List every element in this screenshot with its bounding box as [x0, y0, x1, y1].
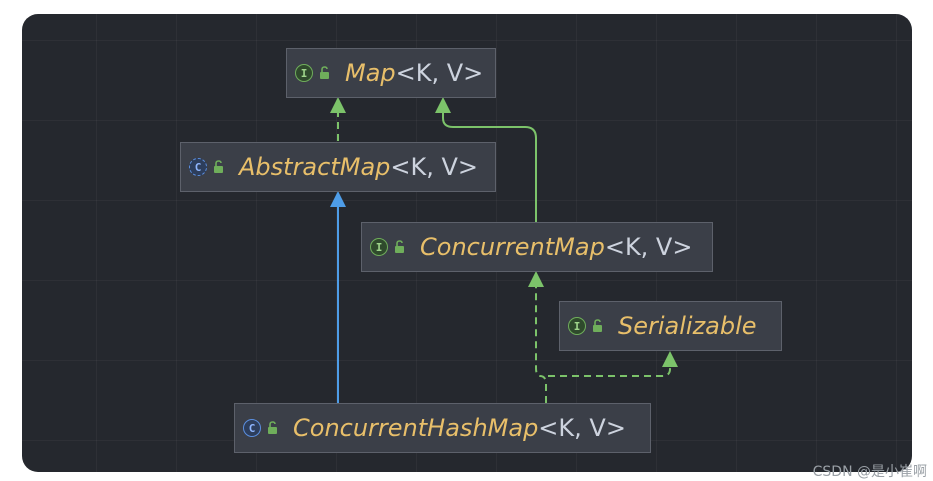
type-params: <K, V> [395, 59, 484, 87]
unlock-icon [214, 160, 223, 173]
watermark: CSDN @是小崔啊 [812, 464, 927, 480]
arrowhead-abstractmap [330, 191, 346, 207]
inheritance-edges [330, 97, 678, 403]
edge-concurrenthashmap-concurrentmap [535, 287, 547, 403]
node-name: ConcurrentMap [420, 233, 605, 261]
unlock-icon [593, 319, 602, 332]
node-name: AbstractMap [239, 153, 391, 181]
arrowhead-serializable [662, 351, 678, 367]
interface-icon: I [295, 64, 313, 82]
type-params: <K, V> [604, 233, 693, 261]
node-concurrenthashmap[interactable]: C ConcurrentHashMap<K, V> [234, 403, 651, 453]
unlock-icon [395, 240, 404, 253]
node-name: Map [345, 59, 396, 87]
arrowhead-map-left [330, 97, 346, 113]
node-abstractmap[interactable]: C AbstractMap<K, V> [180, 142, 496, 192]
edge-concurrenthashmap-serializable [548, 365, 671, 377]
node-map[interactable]: I Map<K, V> [286, 48, 496, 98]
interface-icon: I [370, 238, 388, 256]
abstract-class-icon: C [189, 158, 207, 176]
diagram-canvas: I Map<K, V> C AbstractMap<K, V> I Concur… [22, 14, 912, 472]
node-name: ConcurrentHashMap [293, 414, 539, 442]
edge-concurrentmap-map [442, 112, 537, 222]
type-params: <K, V> [390, 153, 479, 181]
unlock-icon [320, 66, 329, 79]
class-icon: C [243, 419, 261, 437]
arrowhead-concurrentmap [528, 271, 544, 287]
node-name: Serializable [618, 312, 757, 340]
node-concurrentmap[interactable]: I ConcurrentMap<K, V> [361, 222, 713, 272]
interface-icon: I [568, 317, 586, 335]
node-serializable[interactable]: I Serializable [559, 301, 782, 351]
arrowhead-map-right [435, 97, 451, 113]
type-params: <K, V> [538, 414, 626, 442]
unlock-icon [268, 421, 277, 434]
